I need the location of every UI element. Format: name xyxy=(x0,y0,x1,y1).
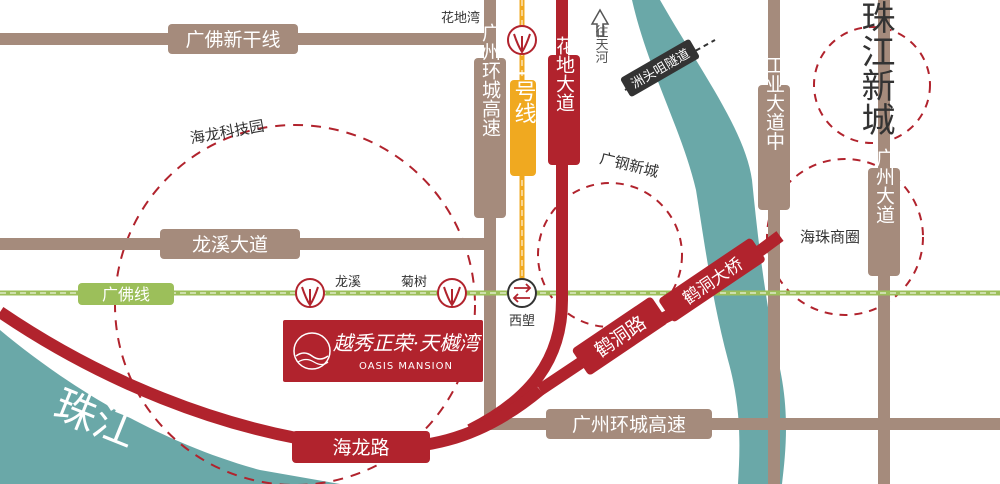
label-area-hailong: 海龙科技园 xyxy=(189,117,266,148)
label-station-xilang: 西塱 xyxy=(509,313,535,329)
metro-logo-icon xyxy=(513,33,531,54)
pill-huancheng-vertical xyxy=(474,58,506,218)
label-huancheng-vertical: 广州环城高速 xyxy=(479,23,501,137)
label-huancheng-horizontal: 广州环城高速 xyxy=(572,414,686,436)
project-logo-icon xyxy=(293,332,331,370)
area-circle-zhujiang xyxy=(813,26,931,144)
pill-guangzhou-dadao xyxy=(868,168,900,276)
pill-huadi-dadao xyxy=(548,55,580,165)
river-pearl xyxy=(0,330,340,484)
pill-guangfo-xingan xyxy=(168,24,298,54)
metro-logo-icon xyxy=(443,286,461,307)
station-jushu xyxy=(437,278,467,308)
transfer-station-icon xyxy=(507,278,537,308)
label-huadi-dadao: 花地大道 xyxy=(553,36,575,112)
pill-longxi-dadao xyxy=(160,229,300,259)
label-wang-tianhe: 往天河 xyxy=(593,25,609,64)
label-hailong-lu: 海龙路 xyxy=(332,437,389,459)
river-channel xyxy=(632,0,786,484)
station-xilang xyxy=(507,278,537,308)
pill-hedong-lu-group: 鹤洞路 xyxy=(572,297,668,375)
pill-hedong-daqiao xyxy=(659,238,765,322)
label-longxi-dadao: 龙溪大道 xyxy=(192,234,268,256)
pill-guangfo-line xyxy=(78,283,174,305)
label-project-name-cn: 越秀正荣·天樾湾 xyxy=(333,331,482,355)
station-huadiwan xyxy=(507,25,537,55)
transfer-arrows-icon xyxy=(512,283,532,303)
pill-hedong-lu xyxy=(572,297,668,375)
label-guangzhou-dadao: 广州大道 xyxy=(873,148,895,224)
project-badge xyxy=(283,320,483,382)
label-area-zhujiang: 珠江新城 xyxy=(855,0,895,136)
road-zhoutou-tunnel xyxy=(624,39,716,91)
label-area-guanggang: 广钢新城 xyxy=(598,149,661,181)
pill-hailong-lu xyxy=(292,431,430,463)
label-station-jushu: 菊树 xyxy=(401,275,427,290)
area-circle-haizhu xyxy=(766,158,924,316)
label-project-name-en: OASIS MANSION xyxy=(359,361,453,372)
pill-huancheng-horizontal xyxy=(546,409,712,439)
station-longxi xyxy=(295,278,325,308)
label-station-huadiwan: 花地湾 xyxy=(441,10,480,26)
metro-logo-icon xyxy=(301,286,319,307)
north-arrow-icon xyxy=(590,8,610,37)
label-guangfo-line: 广佛线 xyxy=(102,285,150,304)
label-gongye-dadao: 工业大道中 xyxy=(763,56,785,151)
label-guangfo-xingan: 广佛新干线 xyxy=(185,29,280,51)
label-metro-line-1: 1号线 xyxy=(511,66,536,124)
pill-zhoutou-tunnel xyxy=(620,39,700,97)
pill-metro-line-1 xyxy=(510,80,536,176)
label-station-longxi: 龙溪 xyxy=(335,275,361,290)
label-area-haizhu: 海珠商圈 xyxy=(800,228,860,246)
pill-gongye-dadao xyxy=(758,85,790,210)
